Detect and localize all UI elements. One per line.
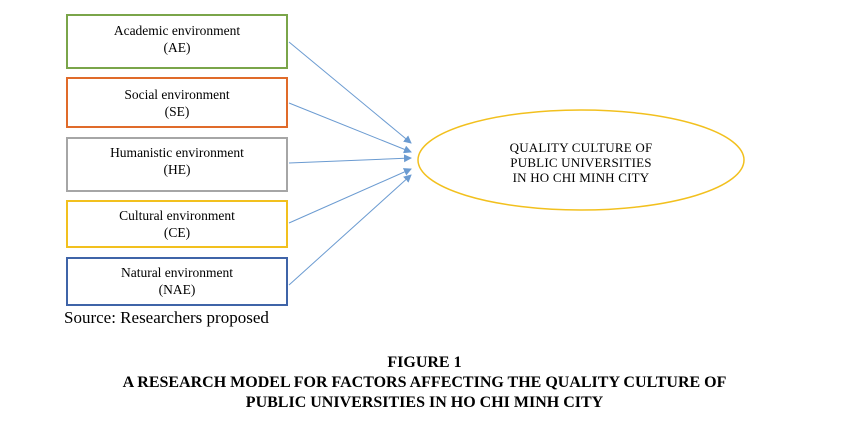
factor-name: Natural environment <box>120 265 234 280</box>
factor-name: Academic environment <box>113 23 241 38</box>
outcome-label: QUALITY CULTURE OF PUBLIC UNIVERSITIES I… <box>447 140 715 185</box>
figure-title-line-2: PUBLIC UNIVERSITIES IN HO CHI MINH CITY <box>245 394 604 411</box>
outcome-ellipse <box>417 109 745 211</box>
factor-abbr: (HE) <box>163 162 191 177</box>
outcome-line-2: PUBLIC UNIVERSITIES <box>510 155 652 170</box>
factor-box-cultural: Cultural environment (CE) <box>66 200 288 248</box>
source-note: Source: Researchers proposed <box>64 308 269 327</box>
arrow-se-to-outcome <box>288 102 412 154</box>
factor-abbr: (AE) <box>163 40 191 55</box>
factor-box-social: Social environment (SE) <box>66 77 288 128</box>
factor-box-academic: Academic environment (AE) <box>66 14 288 69</box>
figure-caption: FIGURE 1 A RESEARCH MODEL FOR FACTORS AF… <box>0 353 849 413</box>
factor-name: Humanistic environment <box>110 145 244 160</box>
factor-abbr: (SE) <box>164 104 190 119</box>
arrow-ae-to-outcome <box>288 41 412 144</box>
factor-abbr: (CE) <box>163 225 191 240</box>
figure-title-line-1: A RESEARCH MODEL FOR FACTORS AFFECTING T… <box>122 374 727 391</box>
factor-abbr: (NAE) <box>158 282 196 297</box>
arrow-ce-to-outcome <box>288 168 412 224</box>
factor-name: Social environment <box>124 87 230 102</box>
outcome-line-3: IN HO CHI MINH CITY <box>512 170 650 185</box>
factor-box-natural: Natural environment (NAE) <box>66 257 288 306</box>
outcome-line-1: QUALITY CULTURE OF <box>509 140 653 155</box>
arrow-he-to-outcome <box>288 154 412 164</box>
arrow-nae-to-outcome <box>288 174 412 286</box>
factor-box-humanistic: Humanistic environment (HE) <box>66 137 288 192</box>
figure-number: FIGURE 1 <box>387 354 462 371</box>
factor-name: Cultural environment <box>119 208 235 223</box>
